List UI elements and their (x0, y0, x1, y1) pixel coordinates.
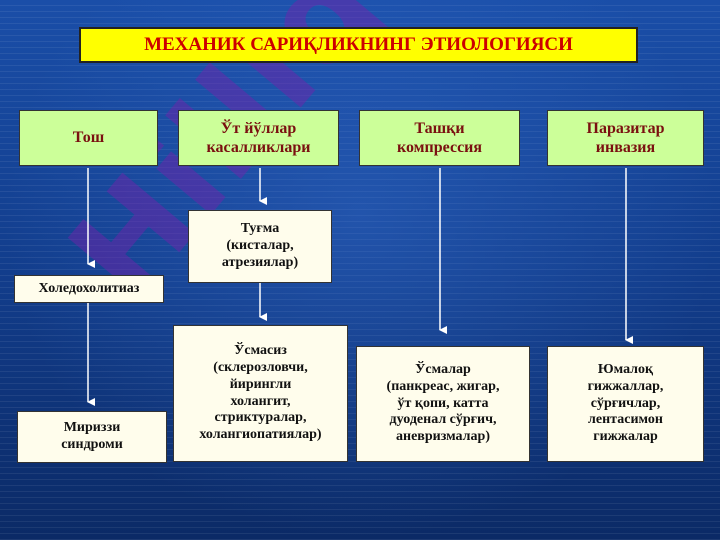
box-mirizzi-syndrome: Мириззи синдроми (17, 411, 167, 463)
top-box-stone: Тош (19, 110, 158, 166)
top-box-biliary-diseases: Ўт йўллар касалликлари (178, 110, 339, 166)
page-title: МЕХАНИК САРИҚЛИКНИНГ ЭТИОЛОГИЯСИ (79, 27, 638, 63)
box-parasites: Юмалоқ гижжаллар, сўрғичлар, лентасимон … (547, 346, 704, 462)
box-tumors: Ўсмалар (панкреас, жигар, ўт қопи, катта… (356, 346, 530, 462)
box-congenital: Туғма (кисталар, атрезиялар) (188, 210, 332, 283)
box-non-tumor-stricture: Ўсмасиз (склерозловчи, йирингли холангит… (173, 325, 348, 462)
box-choledocholithiasis: Холедохолитиаз (14, 275, 164, 303)
top-box-parasitic-invasion: Паразитар инвазия (547, 110, 704, 166)
top-box-external-compression: Ташқи компрессия (359, 110, 520, 166)
